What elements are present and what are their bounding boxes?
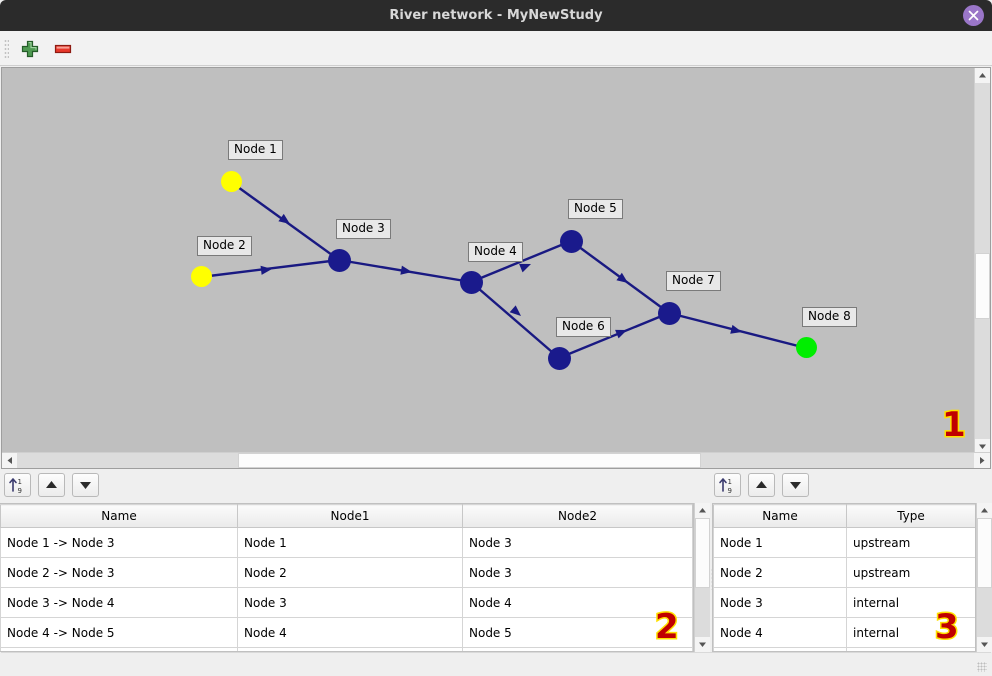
graph-node-6[interactable] bbox=[548, 347, 571, 370]
window-title: River network - MyNewStudy bbox=[0, 0, 992, 31]
graph-node-label-5[interactable]: Node 5 bbox=[568, 199, 623, 219]
graph-node-label-4[interactable]: Node 4 bbox=[468, 242, 523, 262]
reach-table-pane: 1 9 Name Node1 Node2 bbox=[0, 470, 710, 652]
reach-table-wrap[interactable]: Name Node1 Node2 Node 1 -> Node 3 Node 1… bbox=[0, 503, 694, 652]
reach-cell-name[interactable]: Node 4 -> Node 5 bbox=[1, 618, 238, 648]
reach-cell-node1[interactable]: Node 2 bbox=[238, 558, 463, 588]
annotation-marker-1-text: 1 bbox=[942, 405, 966, 445]
reach-sort-icon[interactable]: 1 9 bbox=[4, 473, 31, 497]
graph-node-4[interactable] bbox=[460, 271, 483, 294]
network-canvas[interactable]: Node 1 Node 2 Node 3 Node 4 Node 5 Node … bbox=[2, 68, 968, 456]
node-cell-name[interactable]: Node 2 bbox=[714, 558, 847, 588]
add-node-icon[interactable] bbox=[19, 38, 41, 60]
node-scroll-down-icon[interactable] bbox=[977, 637, 992, 652]
graph-node-2[interactable] bbox=[191, 266, 212, 287]
network-diagram-panel[interactable]: Node 1 Node 2 Node 3 Node 4 Node 5 Node … bbox=[1, 67, 991, 469]
node-cell-name[interactable]: Node 4 bbox=[714, 618, 847, 648]
graph-node-label-6[interactable]: Node 6 bbox=[556, 317, 611, 337]
graph-node-7[interactable] bbox=[658, 302, 681, 325]
table-row[interactable]: Node 4 -> Node 5 Node 4 Node 5 bbox=[1, 618, 693, 648]
reach-cell-name[interactable]: Node 2 -> Node 3 bbox=[1, 558, 238, 588]
graph-node-5[interactable] bbox=[560, 230, 583, 253]
node-cell-name[interactable]: Node 3 bbox=[714, 588, 847, 618]
svg-text:1: 1 bbox=[18, 478, 22, 486]
diagram-scroll-left-icon[interactable] bbox=[2, 453, 17, 468]
node-table-vertical-scrollbar[interactable] bbox=[976, 503, 992, 652]
reach-scroll-up-icon[interactable] bbox=[695, 503, 710, 518]
reach-col-name[interactable]: Name bbox=[1, 505, 238, 528]
status-strip bbox=[1, 652, 991, 675]
reach-cell-node1[interactable]: Node 4 bbox=[238, 618, 463, 648]
annotation-marker-2-text: 2 bbox=[655, 607, 679, 647]
node-scroll-up-icon[interactable] bbox=[977, 503, 992, 518]
edge-group bbox=[201, 182, 806, 358]
reach-cell-node2[interactable]: Node 3 bbox=[463, 528, 693, 558]
graph-node-label-2[interactable]: Node 2 bbox=[197, 236, 252, 256]
node-col-name[interactable]: Name bbox=[714, 505, 847, 528]
node-cell-name[interactable]: Node 1 bbox=[714, 528, 847, 558]
table-row[interactable]: Node 1 upstream bbox=[714, 528, 976, 558]
reach-cell-node1[interactable]: Node 3 bbox=[238, 588, 463, 618]
reach-table-vertical-scrollbar[interactable] bbox=[694, 503, 710, 652]
node-table-toolbar: 1 9 bbox=[714, 473, 834, 499]
node-sort-icon[interactable]: 1 9 bbox=[714, 473, 741, 497]
table-row[interactable]: Node 2 -> Node 3 Node 2 Node 3 bbox=[1, 558, 693, 588]
reach-cell-name[interactable]: Node 3 -> Node 4 bbox=[1, 588, 238, 618]
delete-node-icon[interactable] bbox=[52, 38, 74, 60]
annotation-marker-3: 3 bbox=[935, 610, 959, 644]
svg-text:9: 9 bbox=[728, 487, 732, 495]
graph-node-8[interactable] bbox=[796, 337, 817, 358]
graph-node-3[interactable] bbox=[328, 249, 351, 272]
node-cell-type[interactable]: upstream bbox=[847, 558, 976, 588]
title-bar: River network - MyNewStudy bbox=[0, 0, 992, 31]
graph-node-label-1[interactable]: Node 1 bbox=[228, 140, 283, 160]
graph-node-label-3[interactable]: Node 3 bbox=[336, 219, 391, 239]
annotation-marker-1: 1 bbox=[942, 408, 966, 442]
table-row[interactable]: Node 1 -> Node 3 Node 1 Node 3 bbox=[1, 528, 693, 558]
reach-table-toolbar: 1 9 bbox=[4, 473, 124, 499]
main-toolbar bbox=[0, 31, 992, 66]
node-table-header-row: Name Type bbox=[714, 505, 976, 528]
node-col-type[interactable]: Type bbox=[847, 505, 976, 528]
reach-cell-name[interactable]: Node 1 -> Node 3 bbox=[1, 528, 238, 558]
reach-col-node1[interactable]: Node1 bbox=[238, 505, 463, 528]
annotation-marker-3-text: 3 bbox=[935, 607, 959, 647]
reach-move-down-icon[interactable] bbox=[72, 473, 99, 497]
diagram-vscroll-thumb[interactable] bbox=[975, 253, 990, 319]
diagram-scroll-up-icon[interactable] bbox=[975, 68, 990, 83]
network-graph-svg bbox=[2, 68, 968, 456]
reach-move-up-icon[interactable] bbox=[38, 473, 65, 497]
diagram-horizontal-scrollbar[interactable] bbox=[2, 452, 990, 468]
reach-vscroll-thumb[interactable] bbox=[695, 518, 710, 588]
diagram-vertical-scrollbar[interactable] bbox=[974, 68, 990, 454]
node-table-pane: 1 9 Name Type bbox=[712, 470, 992, 652]
reach-col-node2[interactable]: Node2 bbox=[463, 505, 693, 528]
toolbar-grip[interactable] bbox=[4, 39, 9, 58]
diagram-hscroll-thumb[interactable] bbox=[238, 453, 701, 468]
reach-scroll-down-icon[interactable] bbox=[695, 637, 710, 652]
annotation-marker-2: 2 bbox=[655, 610, 679, 644]
reach-cell-node2[interactable]: Node 3 bbox=[463, 558, 693, 588]
diagram-scroll-right-icon[interactable] bbox=[975, 453, 990, 468]
close-icon[interactable] bbox=[963, 5, 984, 26]
window-resize-grip[interactable] bbox=[977, 662, 987, 672]
node-cell-type[interactable]: upstream bbox=[847, 528, 976, 558]
table-row[interactable]: Node 3 -> Node 4 Node 3 Node 4 bbox=[1, 588, 693, 618]
graph-node-label-8[interactable]: Node 8 bbox=[802, 307, 857, 327]
node-move-down-icon[interactable] bbox=[782, 473, 809, 497]
graph-node-label-7[interactable]: Node 7 bbox=[666, 271, 721, 291]
table-row[interactable]: Node 2 upstream bbox=[714, 558, 976, 588]
node-vscroll-thumb[interactable] bbox=[977, 518, 992, 588]
reach-table-header-row: Name Node1 Node2 bbox=[1, 505, 693, 528]
reach-table[interactable]: Name Node1 Node2 Node 1 -> Node 3 Node 1… bbox=[0, 504, 693, 652]
svg-text:1: 1 bbox=[728, 478, 732, 486]
svg-text:9: 9 bbox=[18, 487, 22, 495]
graph-node-1[interactable] bbox=[221, 171, 242, 192]
reach-cell-node1[interactable]: Node 1 bbox=[238, 528, 463, 558]
node-move-up-icon[interactable] bbox=[748, 473, 775, 497]
